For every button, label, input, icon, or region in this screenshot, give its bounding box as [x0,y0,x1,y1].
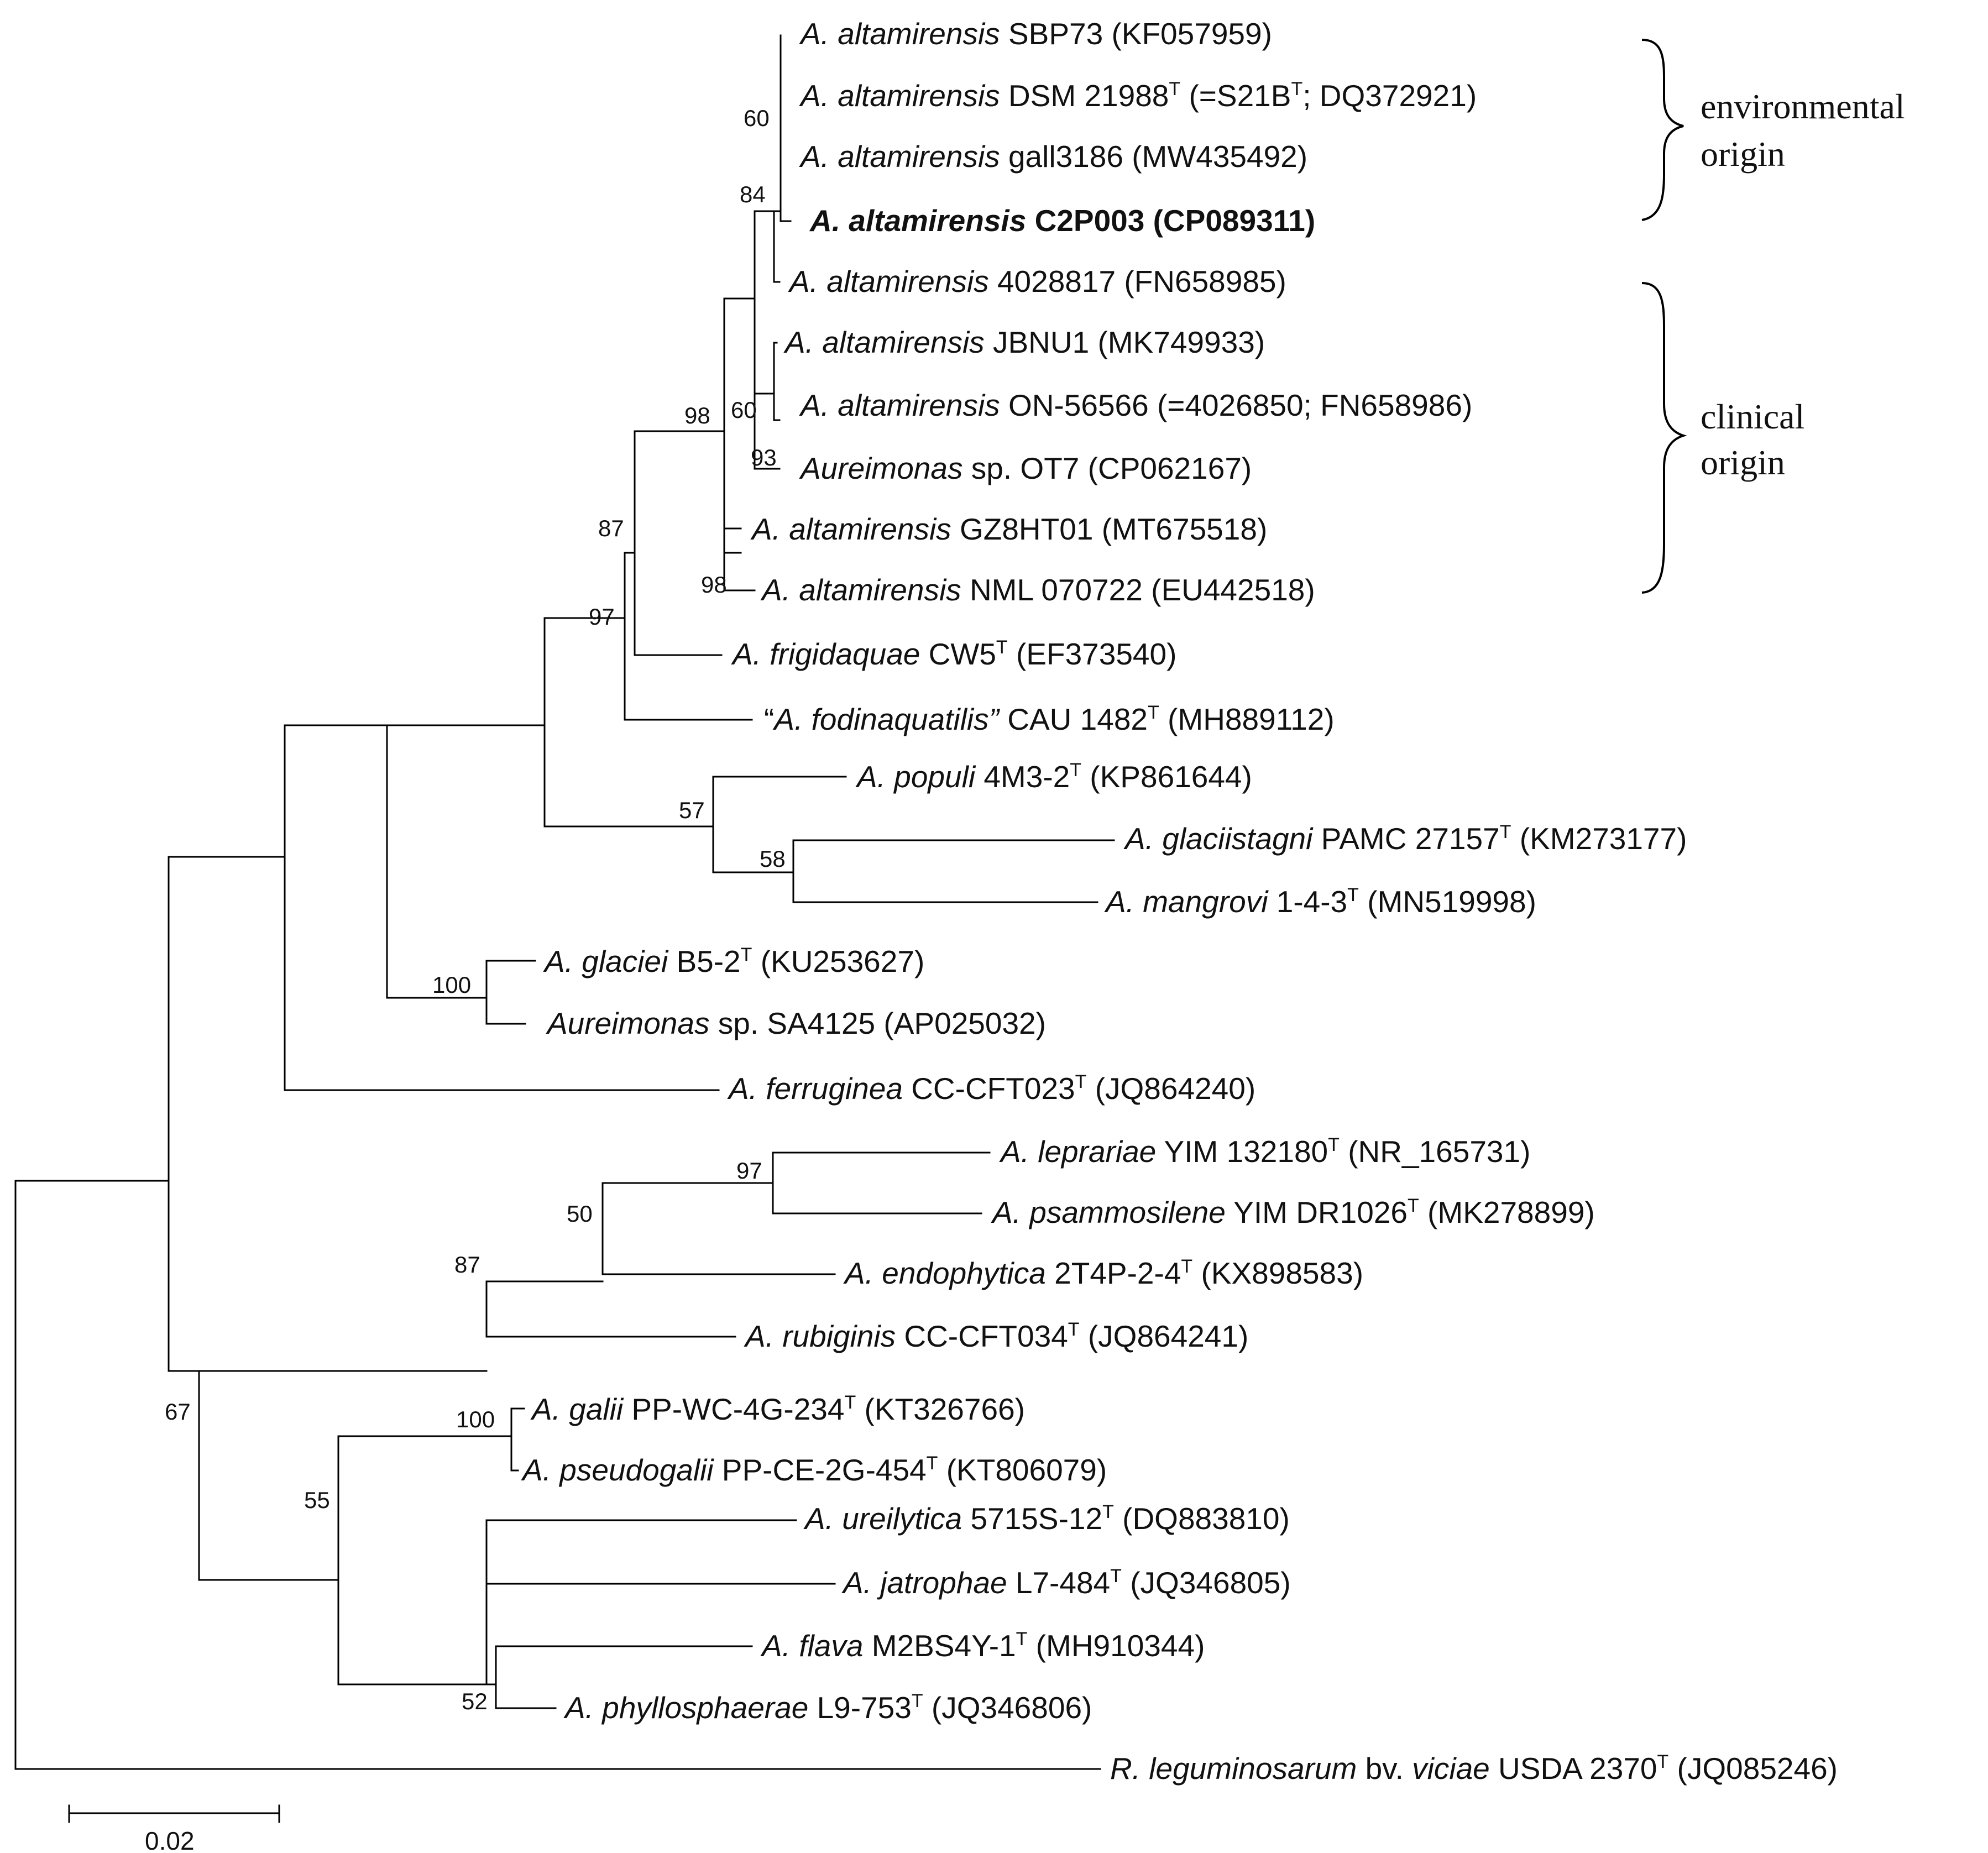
taxon-label: A. flava M2BS4Y-1T (MH910344) [760,1629,1205,1663]
bootstrap-value: 100 [432,972,471,998]
bootstrap-value: 98 [701,572,727,598]
taxon-label: A. galii PP-WC-4G-234T (KT326766) [530,1392,1025,1426]
taxon-label: A. altamirensis ON-56566 (=4026850; FN65… [799,388,1472,422]
branch-97 [543,617,753,721]
branch-root [14,1180,1101,1770]
bootstrap-value: 84 [740,181,766,207]
branch-glaciistagni [792,839,1098,903]
taxon-label: A. altamirensis NML 070722 (EU442518) [760,573,1315,607]
branch-98-inner [723,430,742,554]
brace-environmental [1641,39,1684,221]
taxon-label: A. altamirensis GZ8HT01 (MT675518) [750,512,1267,546]
taxon-label: A. altamirensis SBP73 (KF057959) [799,17,1272,51]
branch-100b-split [510,1407,519,1472]
taxon-label: A. populi 4M3-2T (KP861644) [855,760,1252,794]
bootstrap-value: 60 [731,397,757,423]
brace-clinical [1641,282,1687,594]
branch-glaciei-split [485,960,526,1025]
scale-bar-label: 0.02 [145,1826,195,1853]
branch-env-top [779,34,792,222]
taxon-label: “A. fodinaquatilis” CAU 1482T (MH889112) [764,702,1335,736]
bootstrap-value: 55 [304,1487,330,1513]
taxon-label: A. glaciei B5-2T (KU253627) [543,944,924,978]
bootstrap-value: 50 [567,1201,593,1227]
taxon-label: A. frigidaquae CW5T (EF373540) [731,637,1176,671]
taxon-label: A. psammosilene YIM DR1026T (MK278899) [991,1195,1595,1229]
bootstrap-value: 60 [744,105,770,131]
taxon-label: Aureimonas sp. SA4125 (AP025032) [546,1006,1046,1040]
taxon-label: A. leprariae YIM 132180T (NR_165731) [999,1134,1530,1169]
branch-97b-split [772,1151,982,1215]
branch-84 [754,210,775,395]
branch-98-split [723,552,756,592]
taxon-labels: A. altamirensis SBP73 (KF057959) A. alta… [521,17,1838,1786]
clade-label-environmental-line2: origin [1701,134,1785,174]
bootstrap-value: 97 [736,1158,762,1184]
branch-98-clade [634,430,725,554]
branch-upper-clade [168,856,720,1091]
taxon-label: A. altamirensis gall3186 (MW435492) [799,139,1307,174]
clade-annotations: environmental origin clinical origin [1641,39,1905,594]
scale-bar-line [68,1804,280,1823]
taxon-label: A. pseudogalii PP-CE-2G-454T (KT806079) [521,1453,1107,1487]
taxon-label: A. jatrophae L7-484T (JQ346805) [841,1566,1291,1600]
taxon-label: Aureimonas sp. OT7 (CP062167) [799,451,1252,485]
taxon-label-highlight: A. altamirensis C2P003 (CP089311) [809,203,1315,238]
taxon-label: A. phyllosphaerae L9-753T (JQ346806) [563,1690,1092,1725]
clade-label-clinical-line1: clinical [1701,397,1804,436]
bootstrap-value: 87 [598,515,624,541]
taxon-label: A. ferruginea CC-CFT023T (JQ864240) [727,1071,1255,1106]
bootstrap-value: 97 [589,604,615,630]
branch-jbnu [773,342,781,421]
bootstrap-value: 87 [454,1252,480,1278]
branch-52-split [495,1645,557,1709]
clade-label-environmental-line1: environmental [1701,87,1905,126]
branch-50-split [601,1182,836,1275]
branch-87b-split [485,1280,736,1338]
taxon-label: A. endophytica 2T4P-2-4T (KX898583) [843,1256,1363,1290]
taxon-label: A. ureilytica 5715S-12T (DQ883810) [803,1501,1290,1536]
taxon-label: A. glaciistagni PAMC 27157T (KM273177) [1123,821,1687,856]
bootstrap-values: 60 84 60 93 98 98 87 97 57 58 100 97 50 … [165,105,786,1714]
taxon-label: A. altamirensis JBNU1 (MK749933) [783,325,1265,359]
bootstrap-value: 57 [679,797,705,823]
taxon-label: A. altamirensis 4028817 (FN658985) [788,264,1286,299]
bootstrap-value: 98 [684,402,710,428]
bootstrap-value: 52 [462,1688,488,1714]
tree-branches [14,34,1115,1770]
taxon-label: A. mangrovi 1-4-3T (MN519998) [1104,884,1536,919]
bootstrap-value: 93 [751,444,777,470]
taxon-label-outgroup: R. leguminosarum bv. viciae USDA 2370T (… [1110,1751,1838,1786]
bootstrap-value: 58 [760,846,786,872]
bootstrap-value: 67 [165,1399,191,1425]
scale-bar: 0.02 [68,1804,280,1853]
branch-55-split [337,1435,488,1686]
taxon-label: A. altamirensis DSM 21988T (=S21BT; DQ37… [799,78,1477,113]
branch-mangrovi-group [712,776,794,873]
branch-glaciei-clade [386,724,488,999]
taxon-label: A. rubiginis CC-CFT034T (JQ864241) [744,1319,1248,1353]
branch-upper-main [284,724,388,858]
branch-4028817 [773,210,781,283]
branch-93 [754,392,781,470]
branch-frigidaquae [624,552,723,656]
clade-label-clinical-line2: origin [1701,443,1785,482]
bootstrap-value: 100 [456,1406,495,1432]
